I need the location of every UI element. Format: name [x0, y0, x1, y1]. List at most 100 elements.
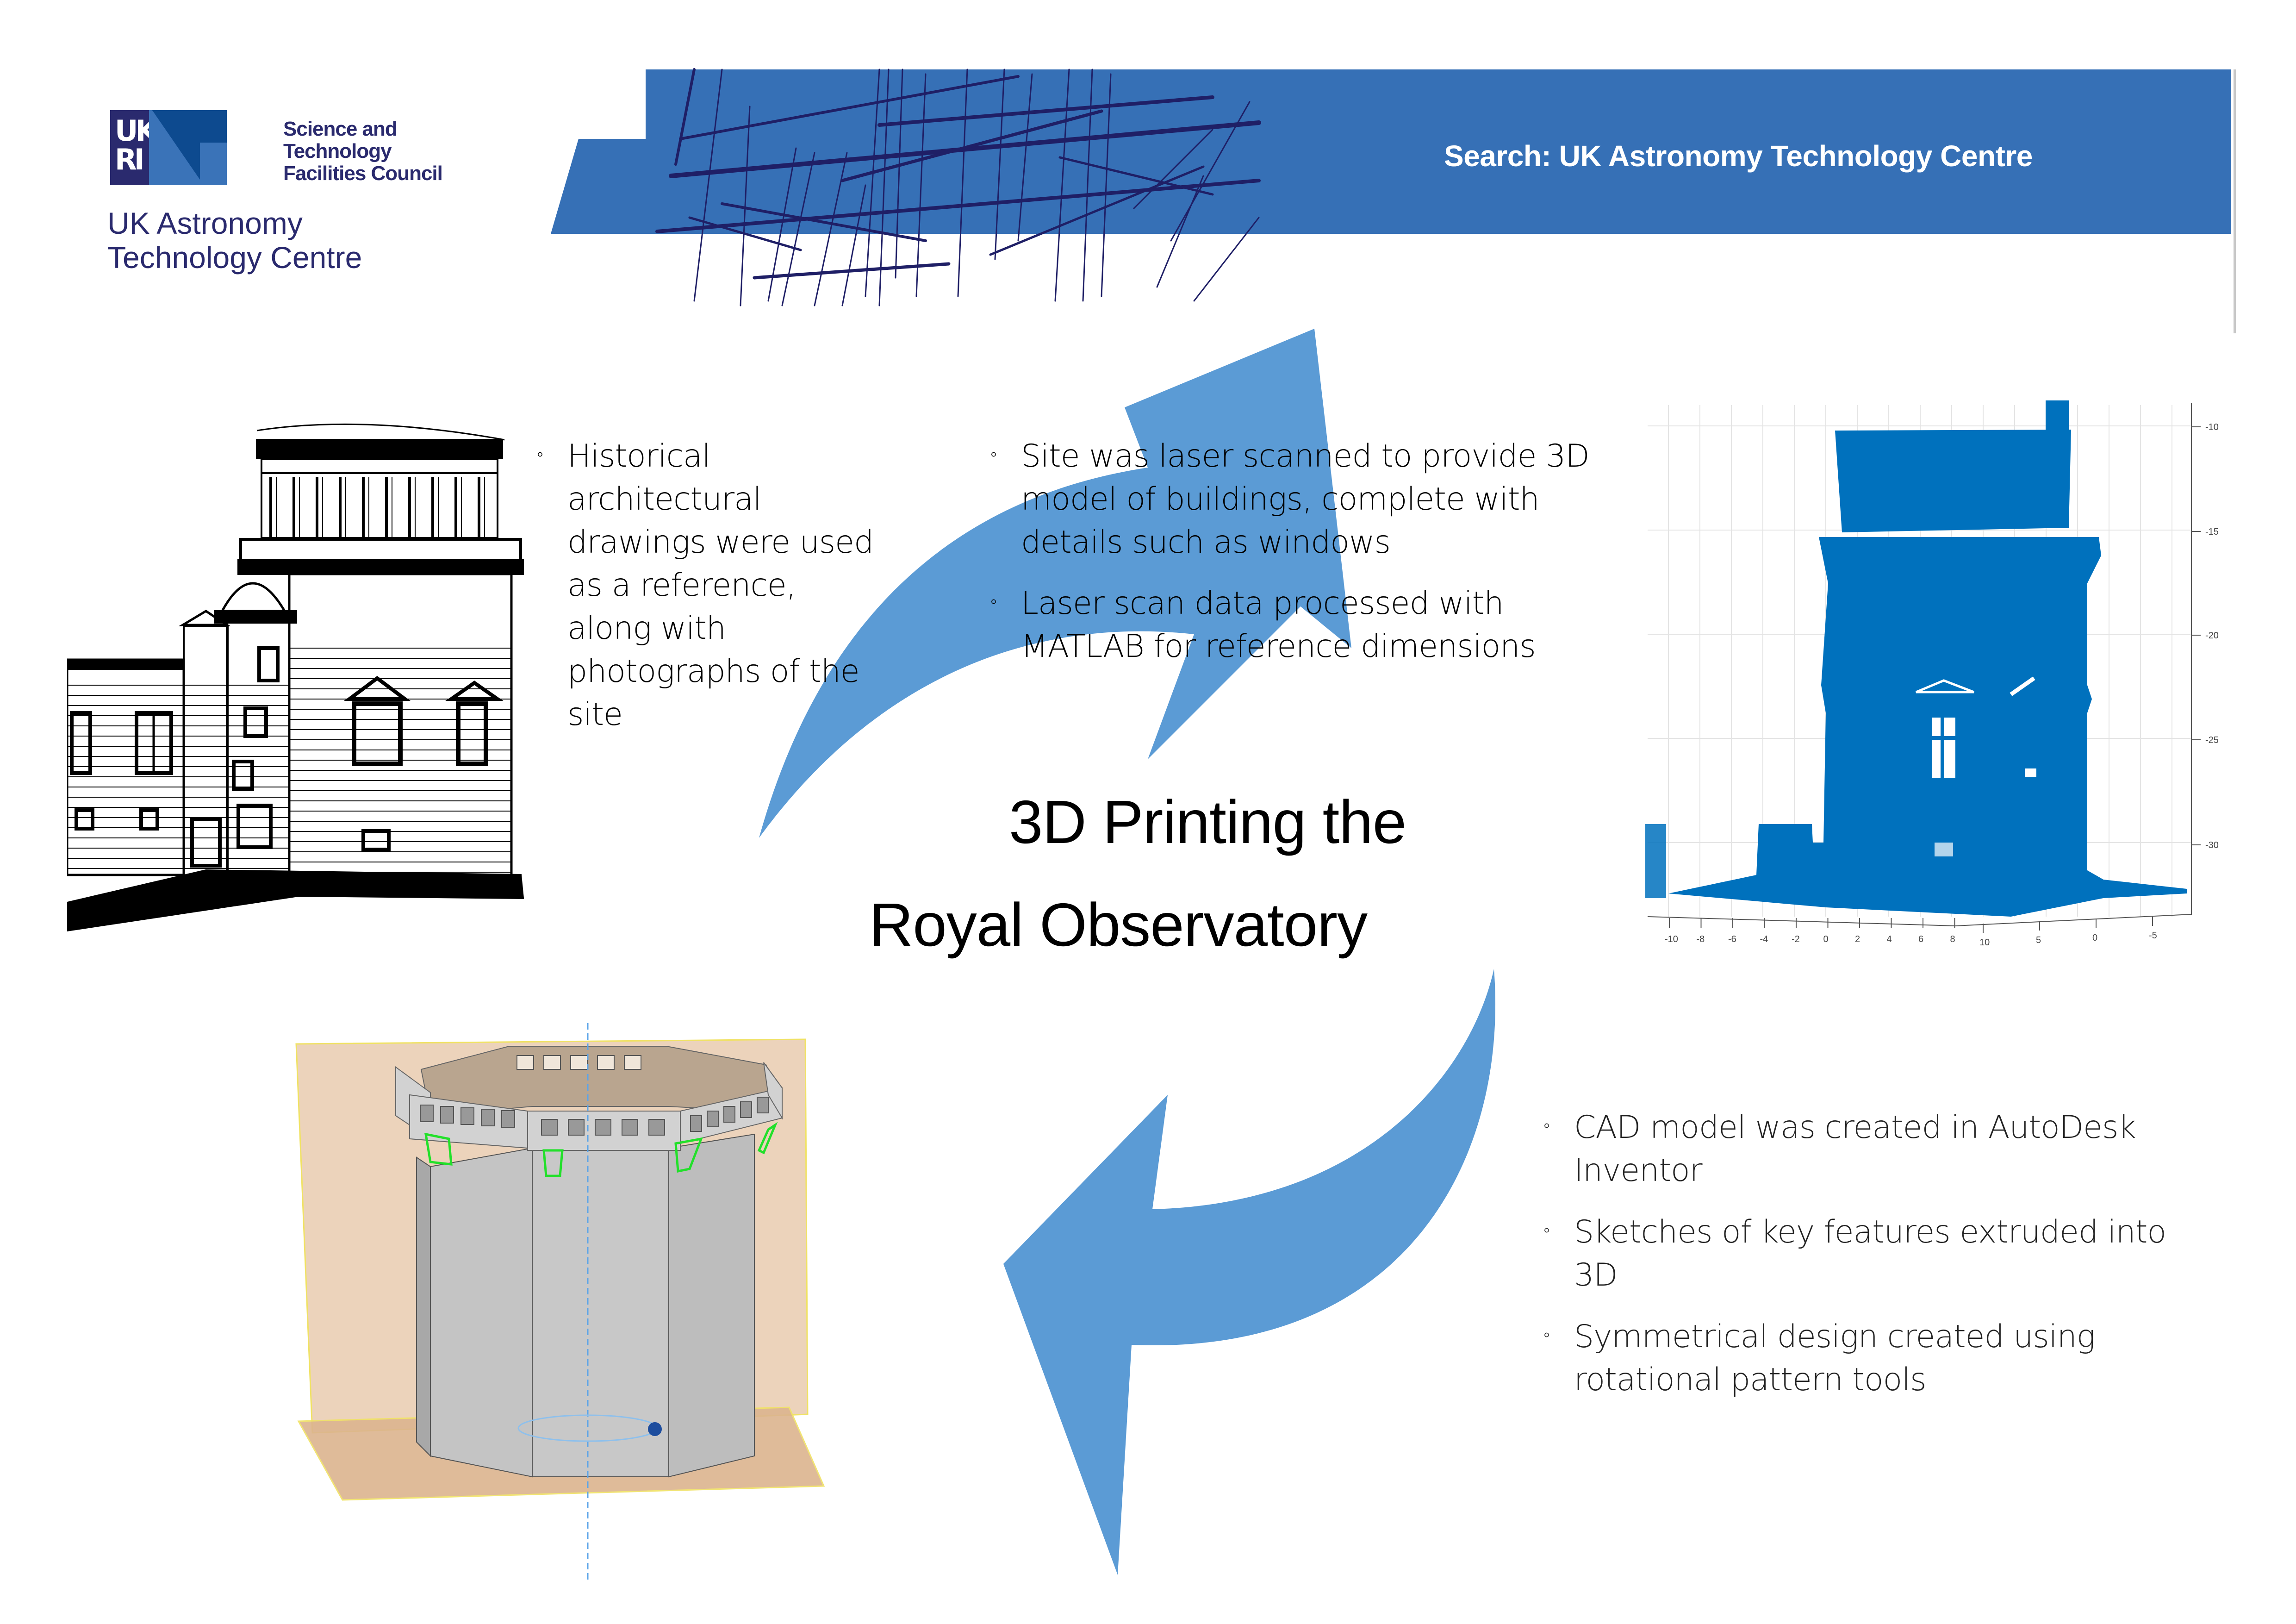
pc-y-tick: 5 [2036, 935, 2041, 945]
pc-y-tick: -5 [2149, 931, 2157, 941]
logo-council-line: Science and [283, 118, 398, 140]
bullet-item: ◦ CAD model was created in AutoDesk Inven… [1543, 1104, 2265, 1192]
banner-line [1017, 73, 1033, 242]
banner-line [1101, 73, 1112, 297]
banner-line [895, 69, 903, 279]
title-line-1: 3D Printing the [1009, 788, 1406, 856]
banner-line [814, 152, 848, 306]
arrow-up-right [759, 329, 1351, 838]
step-laser-scan-bullets: ◦ Site was laser scanned to provide 3D mo… [990, 433, 1685, 668]
pc-x-tick: -2 [1792, 934, 1800, 944]
bullet-line: Laser scan data processed with [1021, 585, 1504, 622]
banner-line [753, 262, 951, 280]
bullet-line: along with [567, 610, 726, 647]
bullet-item: ◦Sketches of key features extruded into … [1543, 1209, 2265, 1297]
logo-council-name: Science and Technology Facilities Counci… [283, 118, 443, 185]
banner-line [989, 165, 1205, 256]
banner-line [1156, 175, 1204, 288]
bullet-line: drawings were used [567, 524, 874, 561]
banner-line [840, 109, 1103, 182]
banner-line [1193, 217, 1260, 302]
historical-architectural-drawing [67, 423, 524, 932]
logo-centre-line: Technology Centre [107, 240, 362, 275]
logo-centre-line: UK Astronomy [107, 206, 303, 240]
pc-x-tick: -4 [1760, 934, 1768, 944]
bullet-line: as a reference, [567, 567, 796, 604]
bullet-line: Sketches of key features extruded into [1574, 1214, 2166, 1250]
bullet-item: ◦ Site was laser scanned to provide 3D mo… [990, 433, 1685, 564]
bullet-line: Symmetrical design created using [1574, 1318, 2096, 1355]
banner-search-text: Search: UK Astronomy Technology Centre [1444, 139, 2033, 173]
step-historical-bullets: ◦ Historical architectural drawings were … [537, 433, 944, 736]
banner-line [688, 216, 802, 251]
bullet-line: Inventor [1574, 1152, 1703, 1189]
bullet-line: details such as windows [1021, 524, 1391, 561]
pc-y-tick: 0 [2092, 933, 2097, 943]
bullet-glyph: ◦ [1543, 1324, 1550, 1345]
pc-scatter-left [1645, 824, 1666, 898]
cad-model-render [295, 1023, 825, 1583]
bullet-glyph: ◦ [990, 443, 997, 465]
pc-x-tick: 8 [1950, 934, 1955, 944]
logo-centre-name: UK Astronomy Technology Centre [107, 206, 362, 275]
bullet-line: model of buildings, complete with [1021, 481, 1540, 518]
bullet-item: ◦ Laser scan data processed with MATLAB f… [990, 580, 1685, 668]
bullet-line: CAD model was created in AutoDesk [1574, 1109, 2136, 1146]
banner-edge-rule [2234, 69, 2236, 333]
banner-line [878, 69, 890, 306]
pc-y-tick: 10 [1979, 937, 1990, 948]
bullet-line: 3D [1574, 1257, 1618, 1293]
pc-x-tick: -6 [1728, 934, 1736, 944]
banner-line [957, 69, 968, 297]
pc-x-tick: -8 [1697, 934, 1705, 944]
pc-z-tick: -30 [2205, 840, 2219, 850]
banner-line [877, 95, 1214, 127]
banner-line [721, 202, 927, 242]
bullet-glyph: ◦ [537, 443, 543, 465]
banner-line [781, 152, 815, 306]
bullet-line: site [567, 696, 623, 733]
bullet-glyph: ◦ [1543, 1219, 1550, 1241]
banner-line [679, 75, 1020, 140]
pc-z-tick: -10 [2205, 422, 2219, 432]
banner-shape [551, 69, 2231, 234]
bullet-line: Historical [567, 438, 711, 475]
point-cloud-building [1645, 400, 2187, 917]
banner-line [865, 69, 880, 297]
ukri-logo-mark: UK RI [110, 110, 227, 185]
pc-x-tick: 0 [1823, 934, 1829, 944]
pc-z-tick: -20 [2205, 631, 2219, 641]
pc-main-tower [1668, 537, 2187, 917]
pc-chimney [2046, 400, 2069, 433]
bullet-line: architectural [567, 481, 762, 518]
bullet-line: MATLAB for reference dimensions [1021, 628, 1536, 665]
pc-upper-drum [1835, 430, 2071, 532]
pc-x-tick: 6 [1918, 934, 1923, 944]
bullet-line: photographs of the [567, 653, 860, 690]
banner-line [693, 69, 723, 302]
logo-council-line: Technology [283, 140, 392, 162]
logo-council-line: Facilities Council [283, 162, 443, 185]
pc-z-tick: -25 [2205, 735, 2219, 745]
bullet-item: ◦Symmetrical design created using rotati… [1543, 1313, 2265, 1401]
pc-x-tick: -10 [1665, 934, 1678, 944]
bullet-glyph: ◦ [1543, 1115, 1550, 1136]
banner-lattice-lines [655, 68, 1261, 306]
banner-line [1133, 129, 1213, 209]
arrow-down-left [1003, 969, 1496, 1575]
logo-triangle [149, 110, 227, 185]
step-cad-bullets: ◦ CAD model was created in AutoDesk Inven… [1543, 1104, 2265, 1401]
banner-line [674, 68, 696, 166]
pc-x-tick: 4 [1887, 934, 1892, 944]
bullet-item: ◦ Historical architectural drawings were … [537, 433, 944, 736]
banner-line [1058, 156, 1214, 196]
pc-x-tick: 2 [1855, 934, 1860, 944]
title-line-2: Royal Observatory [869, 891, 1368, 959]
banner-line [994, 69, 1005, 260]
bullet-line: Site was laser scanned to provide 3D [1021, 438, 1590, 475]
banner-line [915, 73, 927, 297]
bullet-glyph: ◦ [990, 591, 997, 612]
